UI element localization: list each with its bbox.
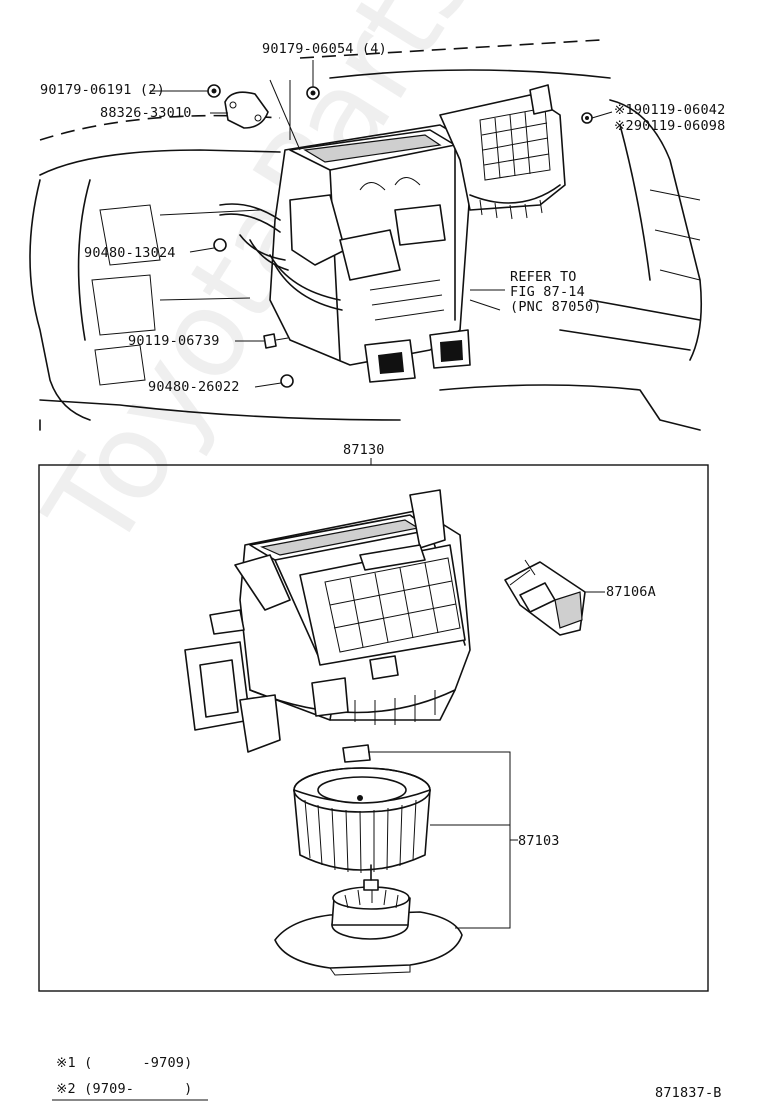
- sub-assembly-box-87130: [38, 464, 709, 992]
- legend-line-1: ※1 ( -9709): [56, 1055, 193, 1071]
- upper-heater-assembly: [219, 84, 566, 383]
- callout-190119-06042: ※190119-06042: [614, 102, 726, 118]
- callout-290119-06098: ※290119-06098: [614, 118, 726, 134]
- blower-fan: [293, 744, 431, 874]
- clip-90480-13024: [213, 238, 227, 252]
- callout-pnc-87050: (PNC 87050): [510, 299, 602, 315]
- callout-87130: 87130: [343, 442, 385, 458]
- callout-fig-87-14: FIG 87-14: [510, 284, 585, 300]
- callout-90179-06191: 90179-06191 (2): [40, 82, 165, 98]
- blower-housing: [184, 489, 471, 753]
- clip-90480-26022: [280, 374, 294, 388]
- lower-filter-grid: [324, 557, 461, 653]
- callout-90480-13024: 90480-13024: [84, 245, 176, 261]
- leader-lines-lower: [368, 591, 605, 929]
- seal-88326-33010: [224, 91, 269, 129]
- screw-90119-06739: [263, 333, 277, 349]
- leader-lines-upper: [150, 60, 613, 388]
- callout-88326-33010: 88326-33010: [100, 105, 192, 121]
- figure-id: 871837-B: [655, 1085, 722, 1101]
- callout-refer-to: REFER TO: [510, 269, 577, 285]
- callout-90480-26022: 90480-26022: [148, 379, 240, 395]
- dashboard-outline: [29, 39, 703, 431]
- callout-87103: 87103: [518, 833, 560, 849]
- callout-90179-06054: 90179-06054 (4): [262, 41, 387, 57]
- upper-filter-grid: [479, 107, 551, 181]
- blower-resistor: [504, 559, 586, 636]
- legend-line-2: ※2 (9709- ): [56, 1081, 193, 1097]
- callout-87106a: 87106A: [606, 584, 656, 600]
- callout-90119-06739: 90119-06739: [128, 333, 220, 349]
- blower-motor: [274, 864, 463, 976]
